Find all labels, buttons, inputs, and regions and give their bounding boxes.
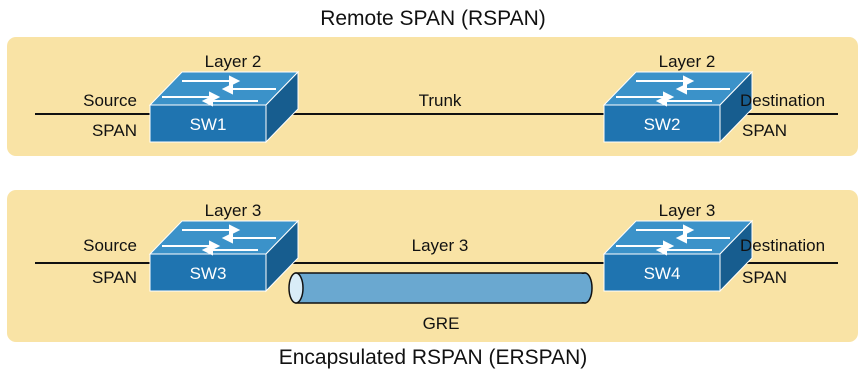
- rspan-trunk-label: Trunk: [419, 91, 462, 110]
- erspan-source-span-label: SPAN: [92, 268, 137, 287]
- gre-tunnel-icon: [288, 272, 593, 304]
- erspan-source-label: Source: [83, 236, 137, 255]
- rspan-left-layer-label: Layer 2: [205, 52, 262, 71]
- rspan-source-label: Source: [83, 91, 137, 110]
- erspan-destination-span-label: SPAN: [742, 268, 787, 287]
- erspan-right-layer-label: Layer 3: [659, 201, 716, 220]
- erspan-layer3-label: Layer 3: [412, 236, 469, 255]
- gre-label: GRE: [423, 314, 460, 333]
- switch-sw1-label: SW1: [190, 115, 227, 134]
- rspan-source-span-label: SPAN: [92, 121, 137, 140]
- switch-sw3-label: SW3: [190, 264, 227, 283]
- erspan-title: Encapsulated RSPAN (ERSPAN): [279, 346, 588, 369]
- rspan-destination-label: Destination: [740, 91, 825, 110]
- rspan-right-layer-label: Layer 2: [659, 52, 716, 71]
- rspan-title: Remote SPAN (RSPAN): [320, 7, 546, 30]
- rspan-panel: SW1 SW2 Layer 2 Layer 2 Source SPAN Trun…: [7, 37, 858, 156]
- erspan-destination-label: Destination: [740, 236, 825, 255]
- switch-sw2-label: SW2: [644, 115, 681, 134]
- rspan-destination-span-label: SPAN: [742, 121, 787, 140]
- erspan-left-layer-label: Layer 3: [205, 201, 262, 220]
- erspan-panel: GRE SW3 SW4 Layer 3 Layer 3 Source SPAN …: [7, 190, 858, 342]
- switch-sw4-label: SW4: [644, 264, 681, 283]
